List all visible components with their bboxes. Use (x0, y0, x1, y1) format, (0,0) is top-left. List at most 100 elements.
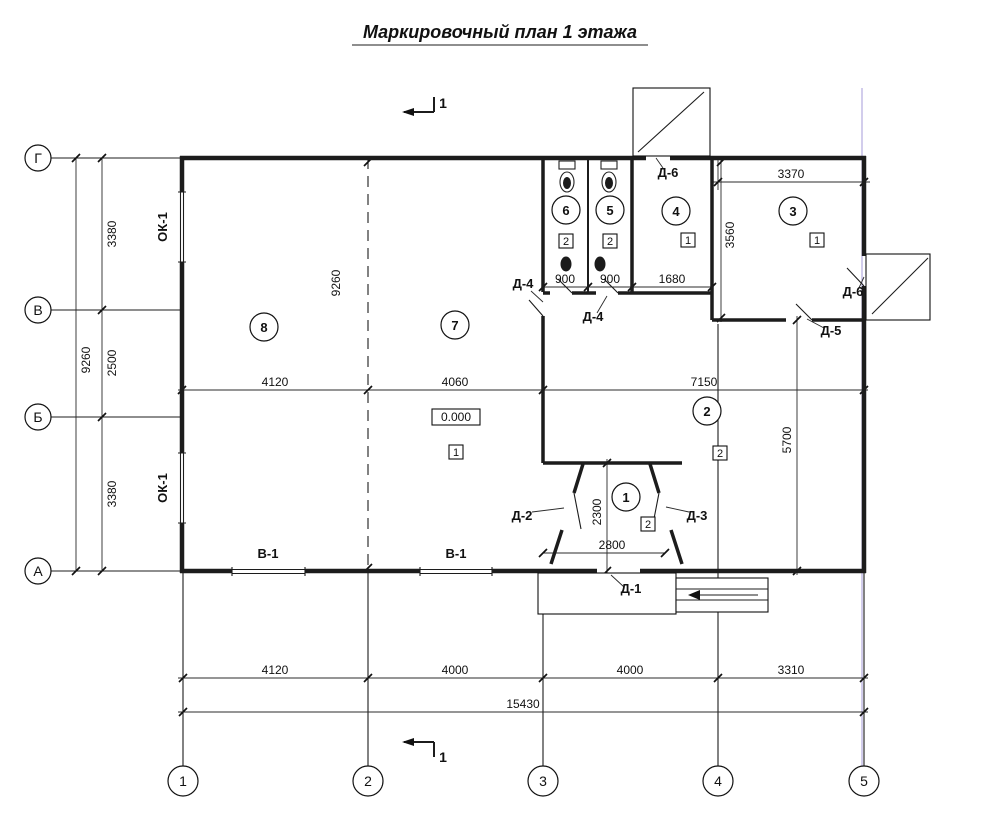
dim-label: 900 (600, 272, 620, 286)
room-number: 4 (672, 204, 680, 219)
dimension-ticks (71, 153, 869, 717)
drawing-title: Маркировочный план 1 этажа (363, 22, 637, 42)
door-label: Д-2 (512, 508, 533, 523)
axis-label: В (33, 302, 42, 318)
gate-label: В-1 (446, 546, 467, 561)
room-bubble (551, 195, 581, 225)
dim-label: 4000 (617, 663, 644, 677)
section-arrow-icon (402, 738, 414, 746)
exterior-walls (179, 155, 867, 574)
toilet-seat-icon (563, 177, 571, 189)
door-label: Д-4 (583, 309, 605, 324)
door-label: Д-4 (513, 276, 535, 291)
door-label: Д-1 (621, 581, 642, 596)
room-bubble (611, 482, 641, 512)
floor-type-square (712, 445, 728, 461)
axis-label: А (33, 563, 43, 579)
axis-bubble-col (848, 765, 880, 797)
dim-label: 9260 (329, 269, 343, 296)
floor-type-square (640, 516, 656, 532)
col-axis-lines (182, 324, 865, 766)
axis-bubble-row (24, 403, 52, 431)
section-mark-line (404, 97, 435, 113)
dim-label: 2800 (599, 538, 626, 552)
section-mark-line (404, 741, 435, 757)
sink-icon (560, 256, 572, 272)
axis-bubble-col (527, 765, 559, 797)
dim-label: 15430 (506, 697, 540, 711)
level-mark-box (431, 408, 481, 426)
toilet-seat-icon (605, 177, 613, 189)
room-bubble (249, 312, 279, 342)
room-bubble (692, 396, 722, 426)
dim-label: 2300 (590, 498, 604, 525)
section-mark-bottom: 1 (402, 738, 447, 765)
axis-bubble-col (702, 765, 734, 797)
dim-label: 5700 (780, 426, 794, 453)
dim-label: 1680 (659, 272, 686, 286)
gate-opening-bottom (231, 567, 493, 576)
room-bubble (595, 195, 625, 225)
door-label: Д-6 (843, 284, 864, 299)
room-bubble (440, 310, 470, 340)
section-number: 1 (439, 749, 447, 765)
room-number: 1 (622, 490, 629, 505)
floor-type-square (558, 233, 574, 249)
room-number: 7 (451, 318, 458, 333)
axis-label: Г (34, 150, 42, 166)
level-mark: 0.000 (441, 410, 471, 424)
floor-type-number: 2 (563, 236, 569, 248)
floor-type-number: 2 (607, 236, 613, 248)
floor-type-square (680, 232, 696, 248)
dim-label: 3380 (105, 220, 119, 247)
room-number: 2 (703, 404, 710, 419)
floor-type-square (602, 233, 618, 249)
room-number: 3 (789, 204, 796, 219)
axis-label: 3 (539, 773, 547, 789)
shaft-diagonal (637, 91, 705, 153)
window-label: ОК-1 (155, 473, 170, 503)
axis-label: 2 (364, 773, 372, 789)
floor-type-number: 2 (717, 448, 723, 460)
window-label: ОК-1 (155, 212, 170, 242)
floor-type-number: 2 (645, 519, 651, 531)
floor-type-number: 1 (685, 235, 691, 247)
toilet-cistern-icon (558, 160, 576, 170)
dim-label: 9260 (79, 346, 93, 373)
dim-label: 3370 (778, 167, 805, 181)
axis-label: Б (33, 409, 42, 425)
floor-type-square (448, 444, 464, 460)
dim-label: 3560 (723, 221, 737, 248)
floor-type-square (809, 232, 825, 248)
door-leaf-lines (528, 267, 865, 592)
section-mark-top: 1 (402, 95, 447, 116)
axis-bubble-row (24, 296, 52, 324)
step-tread-lines (676, 588, 768, 601)
window-opening-left (178, 191, 186, 524)
door-label: Д-6 (658, 165, 679, 180)
axis-label: 1 (179, 773, 187, 789)
dim-label: 2500 (105, 349, 119, 376)
entry-arrow-head (688, 590, 700, 600)
door-label: Д-5 (821, 323, 842, 338)
room-number: 8 (260, 320, 267, 335)
room-bubble (661, 196, 691, 226)
room-bubble (778, 196, 808, 226)
dim-label: 4120 (262, 663, 289, 677)
dim-label: 3380 (105, 480, 119, 507)
section-arrow-icon (402, 108, 414, 116)
room-number: 6 (562, 203, 569, 218)
interior-walls (541, 158, 864, 565)
sink-icon (594, 256, 606, 272)
dim-label: 900 (555, 272, 575, 286)
gate-label: В-1 (258, 546, 279, 561)
dimension-lines (75, 158, 870, 713)
canopy-diagonal (871, 257, 929, 315)
axis-label: 5 (860, 773, 868, 789)
axis-bubble-col (167, 765, 199, 797)
axis-bubble-col (352, 765, 384, 797)
axis-bubble-row (24, 144, 52, 172)
row-axis-lines (51, 157, 182, 572)
